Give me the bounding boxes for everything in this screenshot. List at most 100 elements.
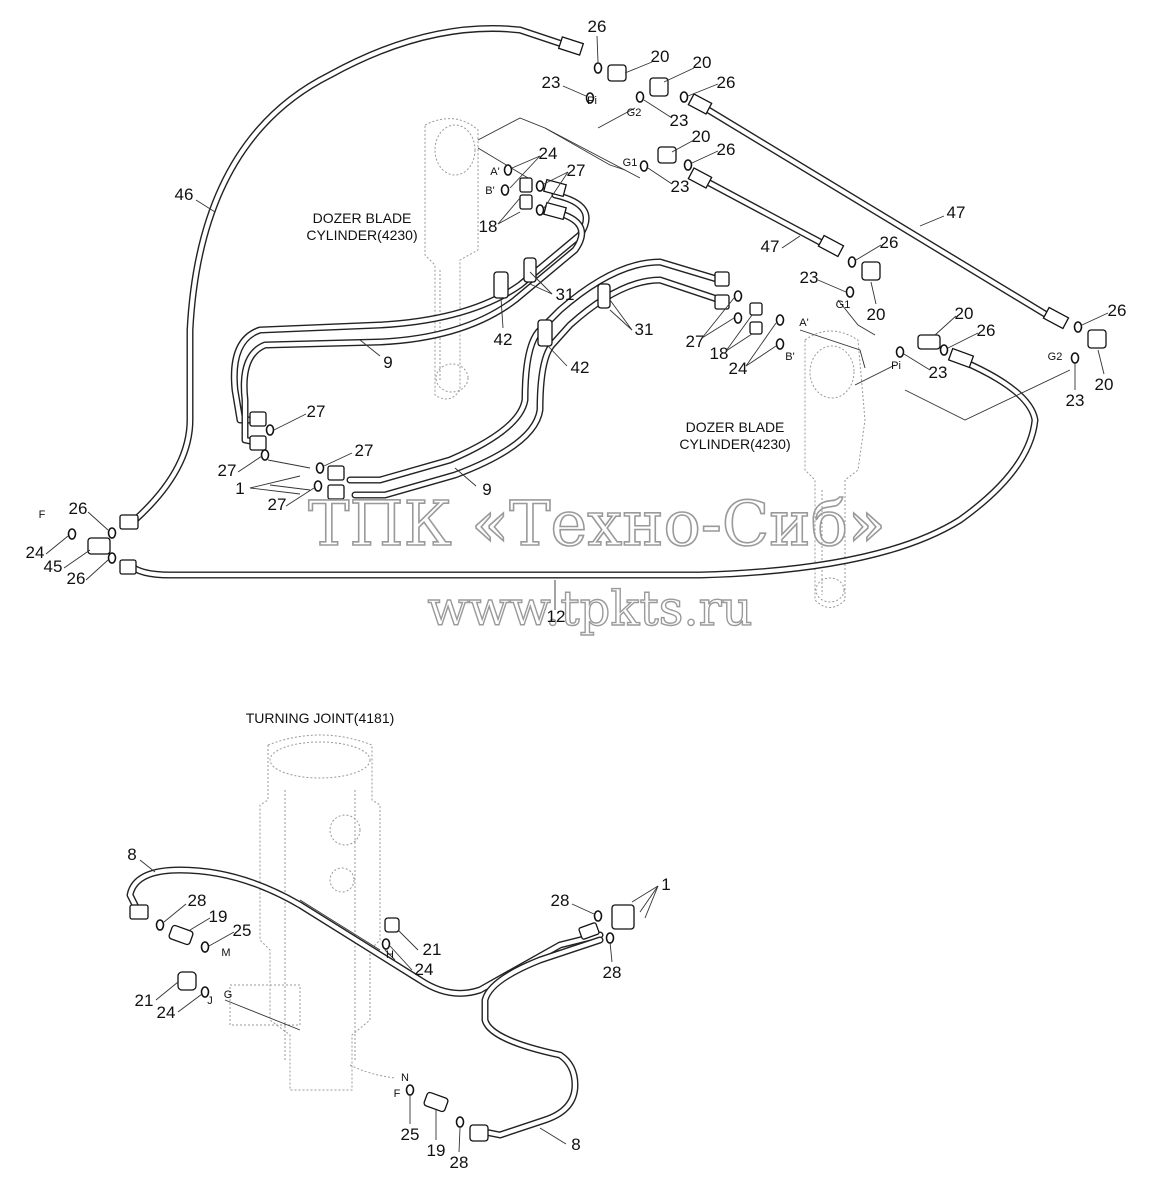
port-label-pi: Pi: [891, 360, 901, 372]
part-label-26: 26: [69, 499, 88, 518]
dozer-cylinder-left-title-line2: CYLINDER(4230): [306, 227, 417, 243]
dozer-cylinder-left-title-line1: DOZER BLADE: [313, 210, 412, 226]
dozer-cylinder-right-title-line2: CYLINDER(4230): [679, 436, 790, 452]
port-label-m: M: [221, 947, 230, 959]
part-label-45: 45: [44, 557, 63, 576]
port-label-g1: G1: [836, 299, 851, 311]
leader-lines: [224, 107, 1071, 1031]
part-label-20: 20: [955, 304, 974, 323]
port-label-f: F: [39, 509, 46, 521]
hose-8-upper: [126, 866, 604, 997]
part-label-18: 18: [710, 344, 729, 363]
port-label-n: N: [401, 1072, 409, 1084]
part-label-23: 23: [542, 73, 561, 92]
dozer-cylinder-right-title-line1: DOZER BLADE: [686, 419, 785, 435]
hose-47-lower: [696, 174, 839, 254]
part-label-26: 26: [67, 569, 86, 588]
port-labels: Pi G2 A' B' G1 G1 A' B' Pi G2 F M H G J …: [39, 95, 1063, 1100]
part-label-1: 1: [235, 479, 244, 498]
port-label-b: B': [485, 185, 494, 197]
part-label-24: 24: [539, 144, 558, 163]
part-label-1: 1: [661, 875, 670, 894]
hose-9-right: [346, 258, 724, 499]
port-label-b: B': [785, 351, 794, 363]
part-label-21: 21: [135, 991, 154, 1010]
part-label-23: 23: [800, 268, 819, 287]
part-label-23: 23: [670, 111, 689, 130]
hose-47-upper: [696, 101, 1059, 324]
part-label-24: 24: [157, 1003, 176, 1022]
part-label-23: 23: [1066, 391, 1085, 410]
part-label-47: 47: [947, 203, 966, 222]
hose-9-left: [230, 191, 590, 446]
port-label-f: F: [394, 1088, 401, 1100]
part-label-27: 27: [567, 161, 586, 180]
part-label-27: 27: [686, 332, 705, 351]
part-label-25: 25: [401, 1125, 420, 1144]
clamps: [493, 257, 611, 347]
watermark-company: ТПК «Техно-Сиб»: [308, 487, 886, 560]
part-label-9: 9: [383, 353, 392, 372]
watermark-url: www.tpkts.ru: [428, 581, 753, 637]
part-label-20: 20: [651, 47, 670, 66]
part-callouts: 26 20 23 20 26 23 20 26 23 24 27 18 46 4…: [26, 17, 1127, 1172]
part-label-20: 20: [692, 127, 711, 146]
part-label-8: 8: [571, 1135, 580, 1154]
port-label-pi: Pi: [587, 95, 597, 107]
part-label-42: 42: [494, 330, 513, 349]
port-label-h: H: [386, 949, 394, 961]
part-label-26: 26: [977, 321, 996, 340]
dozer-blade-cylinder-left-outline: [424, 118, 479, 400]
part-label-9: 9: [482, 480, 491, 499]
port-label-a: A': [490, 166, 499, 178]
hose-12: [126, 356, 1039, 579]
turning-joint-title: TURNING JOINT(4181): [246, 710, 395, 726]
fittings: [87, 36, 1107, 1142]
part-label-47: 47: [761, 237, 780, 256]
part-label-19: 19: [427, 1141, 446, 1160]
part-label-28: 28: [188, 891, 207, 910]
part-label-19: 19: [209, 907, 228, 926]
turning-joint-outline: [229, 734, 396, 1091]
part-label-26: 26: [588, 17, 607, 36]
part-label-42: 42: [571, 358, 590, 377]
port-label-g1: G1: [623, 157, 638, 169]
part-label-24: 24: [729, 359, 748, 378]
part-label-27: 27: [307, 402, 326, 421]
part-label-46: 46: [175, 185, 194, 204]
callout-leaders: [45, 35, 1109, 1153]
part-label-24: 24: [26, 543, 45, 562]
part-label-31: 31: [556, 285, 575, 304]
part-label-27: 27: [218, 461, 237, 480]
part-label-24: 24: [415, 960, 434, 979]
part-label-26: 26: [880, 233, 899, 252]
part-label-12: 12: [547, 607, 566, 626]
port-label-j: J: [207, 995, 213, 1007]
part-label-28: 28: [551, 891, 570, 910]
part-label-20: 20: [1095, 375, 1114, 394]
port-label-g2: G2: [1048, 351, 1063, 363]
part-label-8: 8: [127, 845, 136, 864]
part-label-20: 20: [693, 53, 712, 72]
part-label-21: 21: [423, 940, 442, 959]
part-label-28: 28: [450, 1153, 469, 1172]
part-label-31: 31: [635, 320, 654, 339]
part-label-26: 26: [1108, 301, 1127, 320]
part-label-20: 20: [867, 305, 886, 324]
part-label-26: 26: [717, 73, 736, 92]
hose-8-lower: [481, 936, 604, 1139]
part-label-18: 18: [479, 217, 498, 236]
port-label-g2: G2: [627, 107, 642, 119]
part-label-27: 27: [355, 441, 374, 460]
part-label-23: 23: [671, 177, 690, 196]
part-label-25: 25: [233, 921, 252, 940]
part-label-23: 23: [929, 363, 948, 382]
part-label-26: 26: [717, 140, 736, 159]
port-label-a: A': [799, 317, 808, 329]
o-rings: [67, 62, 1083, 1128]
part-label-28: 28: [603, 963, 622, 982]
dozer-blade-cylinder-right-outline: [804, 330, 866, 608]
part-label-27: 27: [268, 495, 287, 514]
hose-46: [131, 24, 569, 524]
